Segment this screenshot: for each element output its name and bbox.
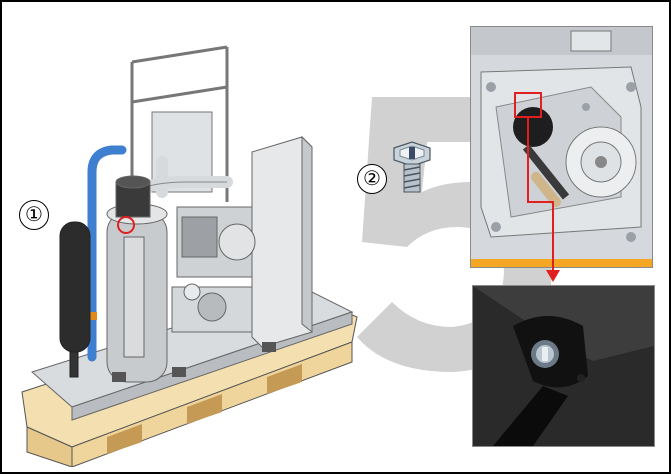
compressor-cylinder xyxy=(106,175,168,383)
hex-head-screw-icon xyxy=(393,141,431,193)
callout-step-1: ① xyxy=(19,200,49,230)
detail-drawing-inset xyxy=(470,26,653,268)
callout-step-2: ② xyxy=(357,164,387,194)
receiver-tank xyxy=(59,221,91,378)
detail-photo-inset xyxy=(472,285,655,447)
highlight-circle xyxy=(117,216,135,234)
compressor-unit-illustration xyxy=(21,45,358,467)
